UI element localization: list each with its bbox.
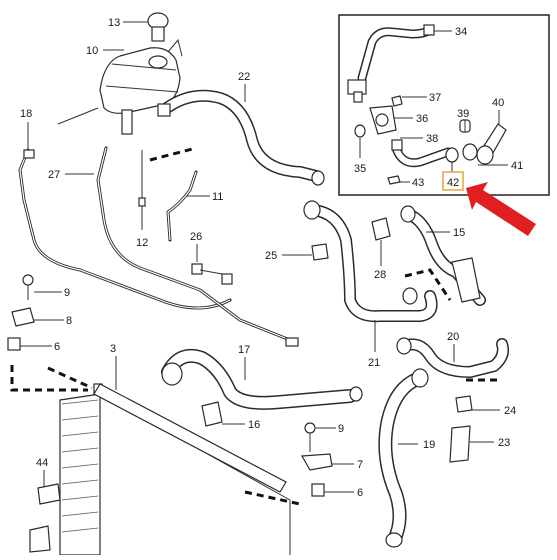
callout-27: 27 [48, 169, 60, 181]
callout-12: 12 [136, 237, 148, 249]
part-8-bracket [11, 307, 35, 327]
callout-22: 22 [238, 71, 250, 83]
part-21-hose [303, 200, 438, 323]
callout-24: 24 [504, 405, 516, 417]
radiator-fin [61, 479, 99, 485]
part-16-clip [201, 401, 223, 427]
highlight-arrow [466, 182, 536, 236]
callout-18: 18 [20, 108, 32, 120]
callout-41: 41 [511, 160, 523, 172]
part-26-clip [191, 263, 233, 285]
highlight-box-42 [442, 171, 464, 191]
callout-16: 16 [248, 419, 260, 431]
part-35-seal [354, 124, 366, 138]
part-9-bolt-left [22, 274, 34, 300]
callout-19: 19 [423, 439, 435, 451]
part-12-pin [138, 150, 146, 230]
callout-13: 13 [108, 17, 120, 29]
part-44-bracket [37, 483, 61, 505]
callout-7: 7 [357, 459, 363, 471]
callout-36: 36 [416, 113, 428, 125]
callout-37: 37 [429, 92, 441, 104]
part-13-cap [147, 12, 169, 42]
part-34-pipe [357, 24, 435, 83]
callout-35: 35 [354, 163, 366, 175]
callout-34: 34 [455, 26, 467, 38]
callout-8: 8 [66, 315, 72, 327]
inset-connector [347, 79, 367, 103]
callout-28: 28 [374, 269, 386, 281]
callout-23: 23 [498, 437, 510, 449]
callout-9a: 9 [64, 287, 70, 299]
callout-6a: 6 [54, 341, 60, 353]
part-22-hose [157, 89, 325, 186]
radiator-fin [61, 399, 99, 405]
callout-21: 21 [368, 357, 380, 369]
part-10-expansion-tank [99, 38, 183, 135]
part-6-nut-center [311, 483, 325, 497]
part-36-housing [369, 105, 397, 135]
dash-link-2 [10, 365, 88, 392]
part-41-seal [462, 143, 478, 161]
part-17-hose [161, 348, 363, 410]
radiator-fin [61, 431, 99, 437]
callout-3: 3 [110, 343, 116, 355]
part-42-clamp [445, 147, 459, 163]
callout-39: 39 [457, 108, 469, 120]
callout-38: 38 [426, 133, 438, 145]
callout-9b: 9 [338, 423, 344, 435]
part-25-sensor [311, 243, 329, 261]
callout-11: 11 [212, 191, 223, 203]
dash-link-1 [149, 146, 197, 162]
part-27-line [18, 146, 299, 347]
radiator-fin [61, 527, 99, 533]
callout-26: 26 [190, 231, 202, 243]
part-19-hose [378, 368, 429, 548]
callout-10: 10 [86, 45, 98, 57]
callout-43: 43 [412, 177, 424, 189]
part-43-bolt [387, 175, 401, 185]
part-9-bolt-center [304, 422, 316, 452]
part-6-nut-left [7, 337, 21, 351]
callout-44: 44 [36, 457, 48, 469]
callout-40: 40 [492, 97, 504, 109]
lower-mount [29, 525, 51, 553]
dash-link-3 [47, 366, 93, 390]
radiator-fin [61, 447, 99, 453]
callout-20: 20 [447, 331, 459, 343]
part-24-clip [455, 395, 473, 413]
callout-17: 17 [238, 344, 250, 356]
radiator-fin [61, 463, 99, 469]
callout-42: 42 [447, 177, 459, 189]
callout-15: 15 [453, 227, 465, 239]
dash-link-5 [404, 268, 452, 301]
callout-6b: 6 [357, 487, 363, 499]
callout-25: 25 [265, 250, 277, 262]
part-38-hose [391, 139, 453, 168]
part-28-clip [371, 217, 391, 241]
part-23-bracket [449, 425, 471, 463]
dash-link-4 [244, 490, 301, 506]
part-11-line [166, 170, 198, 242]
part-37-bolt [391, 95, 403, 107]
part-7-bracket [301, 453, 333, 471]
radiator-fin [61, 495, 99, 501]
radiator-fin [61, 415, 99, 421]
radiator-fin [61, 511, 99, 517]
part-15-hose [400, 205, 486, 306]
part-3-strip [93, 383, 287, 493]
part-20-hose [396, 337, 509, 378]
